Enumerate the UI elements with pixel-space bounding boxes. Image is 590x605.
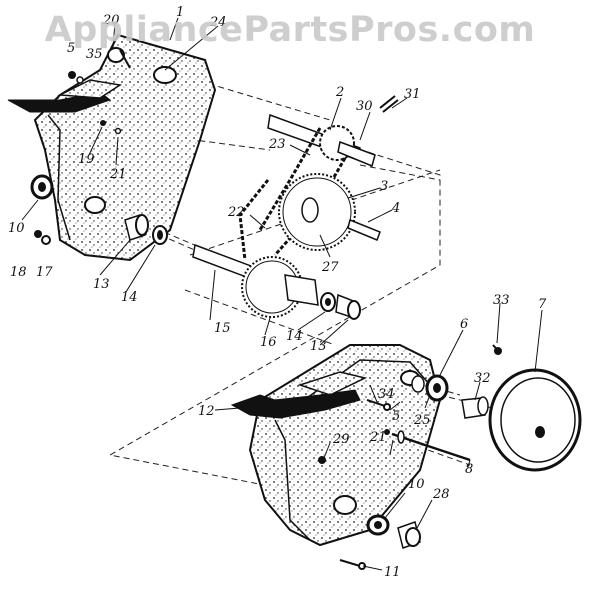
callout-1: 1 <box>176 5 184 20</box>
callout-15: 15 <box>214 321 231 336</box>
callout-19: 19 <box>78 152 95 167</box>
callout-3: 3 <box>380 179 388 194</box>
callout-13-left: 13 <box>93 277 110 292</box>
right-shield-bracket <box>230 371 368 419</box>
callout-18: 18 <box>10 265 27 280</box>
callout-22: 22 <box>227 205 245 220</box>
callout-5-right: 5 <box>392 409 400 424</box>
small-bolts-19-21 <box>100 120 122 135</box>
lower-seal-and-bearing <box>366 514 421 549</box>
left-shield-bracket <box>7 79 123 113</box>
callout-14-left: 14 <box>121 290 138 305</box>
screws-and-bolts <box>318 344 502 570</box>
callout-30: 30 <box>356 99 373 114</box>
pulley-part-7 <box>488 368 582 472</box>
upper-shaft-assembly <box>267 95 399 168</box>
callout-29: 29 <box>332 432 350 447</box>
callout-6: 6 <box>460 317 468 332</box>
hub-part-32 <box>461 396 489 419</box>
right-spacers-13-14 <box>320 292 361 320</box>
callout-24: 24 <box>209 15 227 30</box>
callout-20: 20 <box>102 13 120 28</box>
callout-21-left: 21 <box>109 167 127 182</box>
callout-34: 34 <box>378 387 395 402</box>
callout-23: 23 <box>268 137 286 152</box>
callout-10-left: 10 <box>8 221 25 236</box>
callout-12: 12 <box>198 404 215 419</box>
callout-35: 35 <box>86 47 103 62</box>
left-housing-half <box>33 33 217 262</box>
callout-21-right: 21 <box>369 430 387 445</box>
callout-10-right: 10 <box>408 477 425 492</box>
callout-11: 11 <box>384 565 401 580</box>
callout-4: 4 <box>391 201 400 216</box>
callout-27: 27 <box>321 260 339 275</box>
callout-33: 33 <box>493 293 510 308</box>
right-housing-half <box>248 344 442 547</box>
callout-2: 2 <box>335 85 344 100</box>
callout-13-right: 13 <box>310 339 327 354</box>
callout-7: 7 <box>538 297 547 312</box>
callout-17: 17 <box>36 265 53 280</box>
callout-28: 28 <box>432 487 450 502</box>
callout-5-top: 5 <box>67 41 75 56</box>
left-seal-part-10 <box>30 174 54 200</box>
bolt-part-8 <box>384 429 471 462</box>
large-sprocket-part-3 <box>278 173 381 251</box>
left-spacers-13-14 <box>124 214 168 245</box>
lower-shaft-and-sprocket <box>192 243 319 318</box>
callout-25: 25 <box>413 413 431 428</box>
top-fasteners-20-35 <box>68 47 131 84</box>
callout-32: 32 <box>474 371 491 386</box>
callout-8: 8 <box>465 462 473 477</box>
left-nuts-17-18 <box>34 230 51 245</box>
callout-16: 16 <box>260 335 277 350</box>
bearing-part-6-25 <box>411 374 449 402</box>
callout-31: 31 <box>404 87 421 102</box>
callout-14-right: 14 <box>286 329 303 344</box>
callout-leader-lines <box>21 17 543 571</box>
callout-labels: 1 2 3 4 5 5 6 7 8 10 10 11 12 13 13 14 1… <box>8 5 547 580</box>
site-watermark: AppliancePartsPros.com <box>44 10 536 50</box>
